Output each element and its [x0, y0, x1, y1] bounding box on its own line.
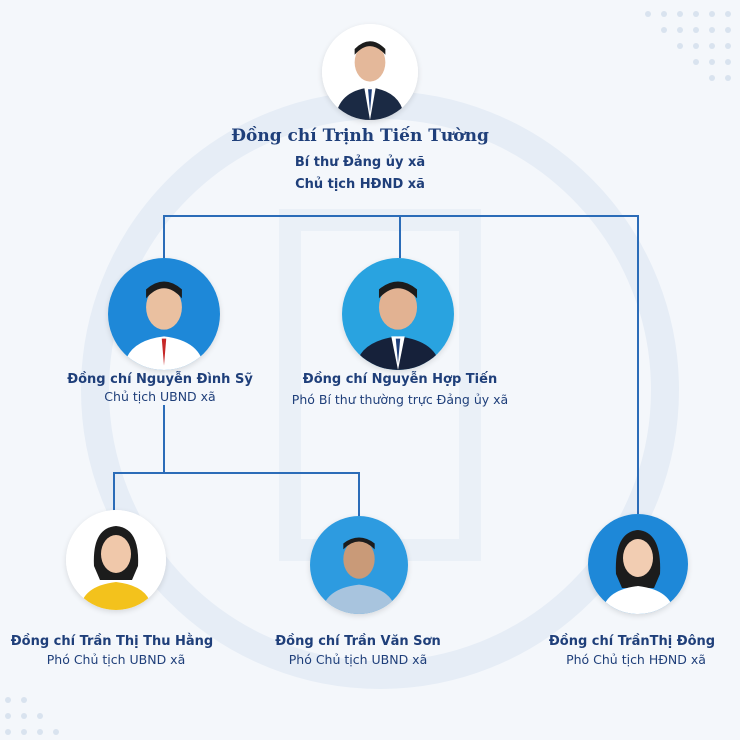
- avatar-member-3: [66, 510, 166, 610]
- connector-down-member-1: [163, 405, 165, 473]
- member-4-name: Đồng chí Trần Văn Sơn: [275, 634, 441, 649]
- avatar-member-1: [108, 258, 220, 370]
- member-2-name: Đồng chí Nguyễn Hợp Tiến: [302, 372, 498, 387]
- connector-to-member-5: [637, 215, 639, 515]
- avatar-leader: [322, 24, 418, 120]
- leader-role-2: Chủ tịch HĐND xã: [295, 177, 425, 192]
- avatar-member-5: [588, 514, 688, 614]
- leader-name: Đồng chí Trịnh Tiến Tường: [231, 126, 489, 146]
- connector-to-member-4: [358, 472, 360, 520]
- member-2-role: Phó Bí thư thường trực Đảng ủy xã: [291, 392, 509, 407]
- member-5-role: Phó Chủ tịch HĐND xã: [566, 652, 706, 667]
- member-5-name: Đồng chí TrầnThị Đông: [548, 634, 716, 649]
- connector-to-member-3: [113, 472, 115, 512]
- member-4-role: Phó Chủ tịch UBND xã: [288, 652, 428, 667]
- member-1-role: Chủ tịch UBND xã: [104, 389, 216, 404]
- connector-horizontal-top: [163, 215, 639, 217]
- connector-to-member-1: [163, 215, 165, 260]
- member-3-role: Phó Chủ tịch UBND xã: [46, 652, 186, 667]
- leader-role-1: Bí thư Đảng ủy xã: [294, 155, 426, 170]
- member-3-name: Đồng chí Trần Thị Thu Hằng: [10, 634, 214, 649]
- member-1-name: Đồng chí Nguyễn Đình Sỹ: [67, 372, 253, 387]
- connector-horizontal-lower: [113, 472, 360, 474]
- avatar-member-2: [342, 258, 454, 370]
- connector-to-member-2: [399, 215, 401, 260]
- avatar-member-4: [310, 516, 408, 614]
